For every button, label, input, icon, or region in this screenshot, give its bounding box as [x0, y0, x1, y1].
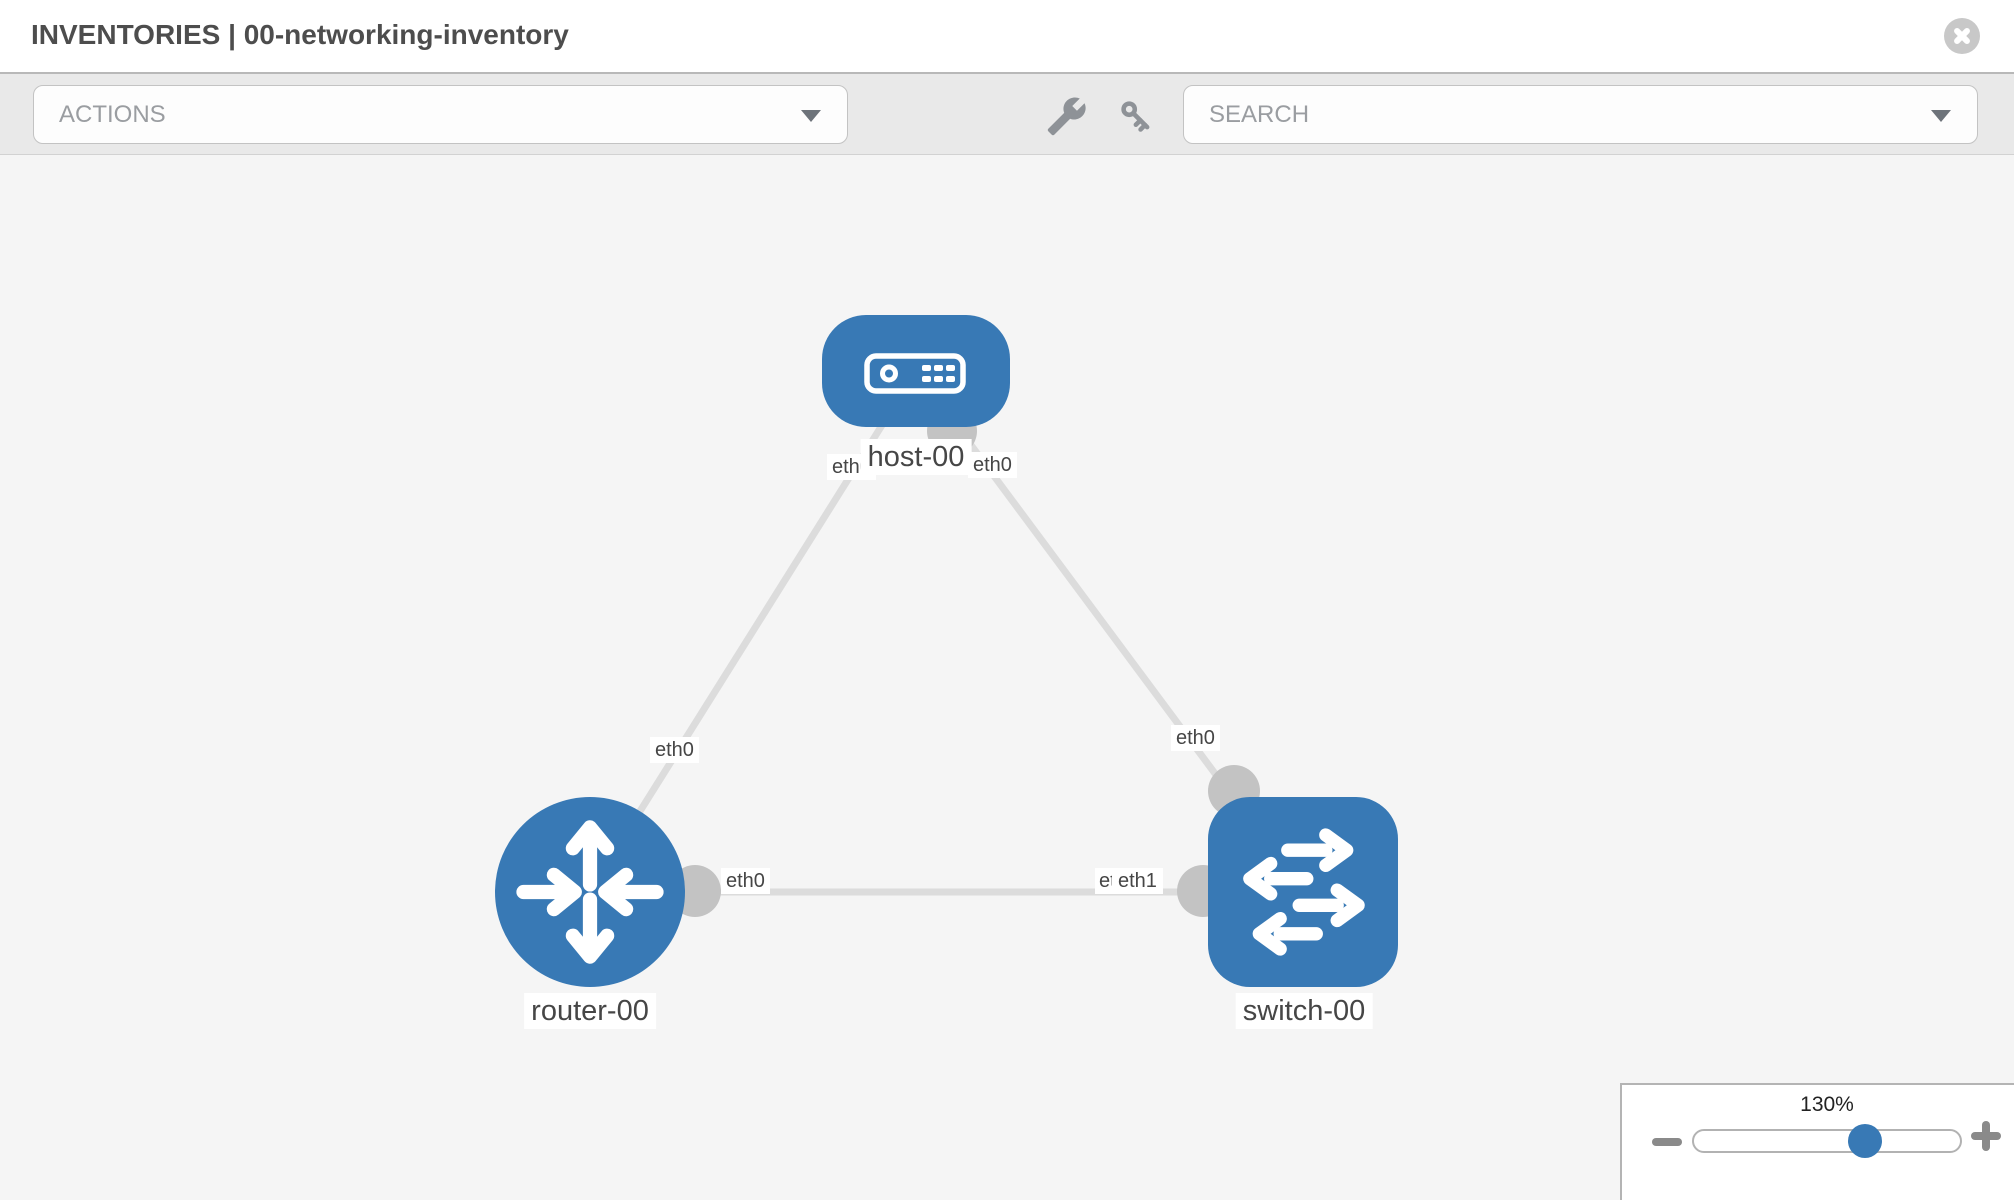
zoom-panel: 130%	[1620, 1083, 2014, 1200]
interface-label: eth1	[1112, 868, 1163, 894]
chevron-down-icon	[801, 110, 821, 122]
actions-dropdown[interactable]: ACTIONS	[33, 85, 848, 144]
zoom-out-button[interactable]	[1644, 1125, 1690, 1159]
node-label-router: router-00	[524, 993, 656, 1029]
zoom-in-button[interactable]	[1963, 1113, 2009, 1159]
close-button[interactable]	[1944, 18, 1980, 54]
zoom-level-label: 130%	[1800, 1093, 1854, 1116]
switch-icon	[1243, 828, 1365, 956]
minus-icon	[1652, 1138, 1682, 1146]
interface-label: eth0	[721, 868, 770, 894]
node-switch-00[interactable]	[1208, 797, 1398, 987]
actions-dropdown-label: ACTIONS	[59, 101, 166, 128]
tools-button[interactable]	[1046, 95, 1088, 137]
node-router-00[interactable]	[495, 797, 685, 987]
interface-label: eth0	[1171, 725, 1220, 751]
x-icon	[1944, 18, 1980, 54]
search-dropdown[interactable]: SEARCH	[1183, 85, 1978, 144]
zoom-slider-thumb[interactable]	[1848, 1124, 1882, 1158]
search-dropdown-label: SEARCH	[1209, 101, 1310, 128]
key-icon	[1121, 101, 1150, 132]
node-label-switch: switch-00	[1235, 993, 1373, 1029]
header: INVENTORIES | 00-networking-inventory	[0, 0, 2014, 72]
node-host-00[interactable]	[822, 315, 1010, 427]
interface-label: eth0	[968, 452, 1017, 478]
interface-label: eth0	[650, 737, 699, 763]
credentials-button[interactable]	[1115, 95, 1157, 137]
host-icon	[864, 353, 966, 394]
chevron-down-icon	[1931, 110, 1951, 122]
node-label-host: host-00	[860, 439, 972, 475]
router-icon	[516, 820, 664, 964]
interface-label-overlap: eth1 eth1	[1095, 868, 1169, 895]
page-title: INVENTORIES | 00-networking-inventory	[31, 19, 569, 50]
toolbar: ACTIONS SEARCH	[0, 72, 2014, 155]
wrench-icon	[1047, 97, 1086, 136]
plus-icon	[1971, 1121, 2001, 1151]
zoom-slider-track[interactable]	[1692, 1129, 1962, 1153]
